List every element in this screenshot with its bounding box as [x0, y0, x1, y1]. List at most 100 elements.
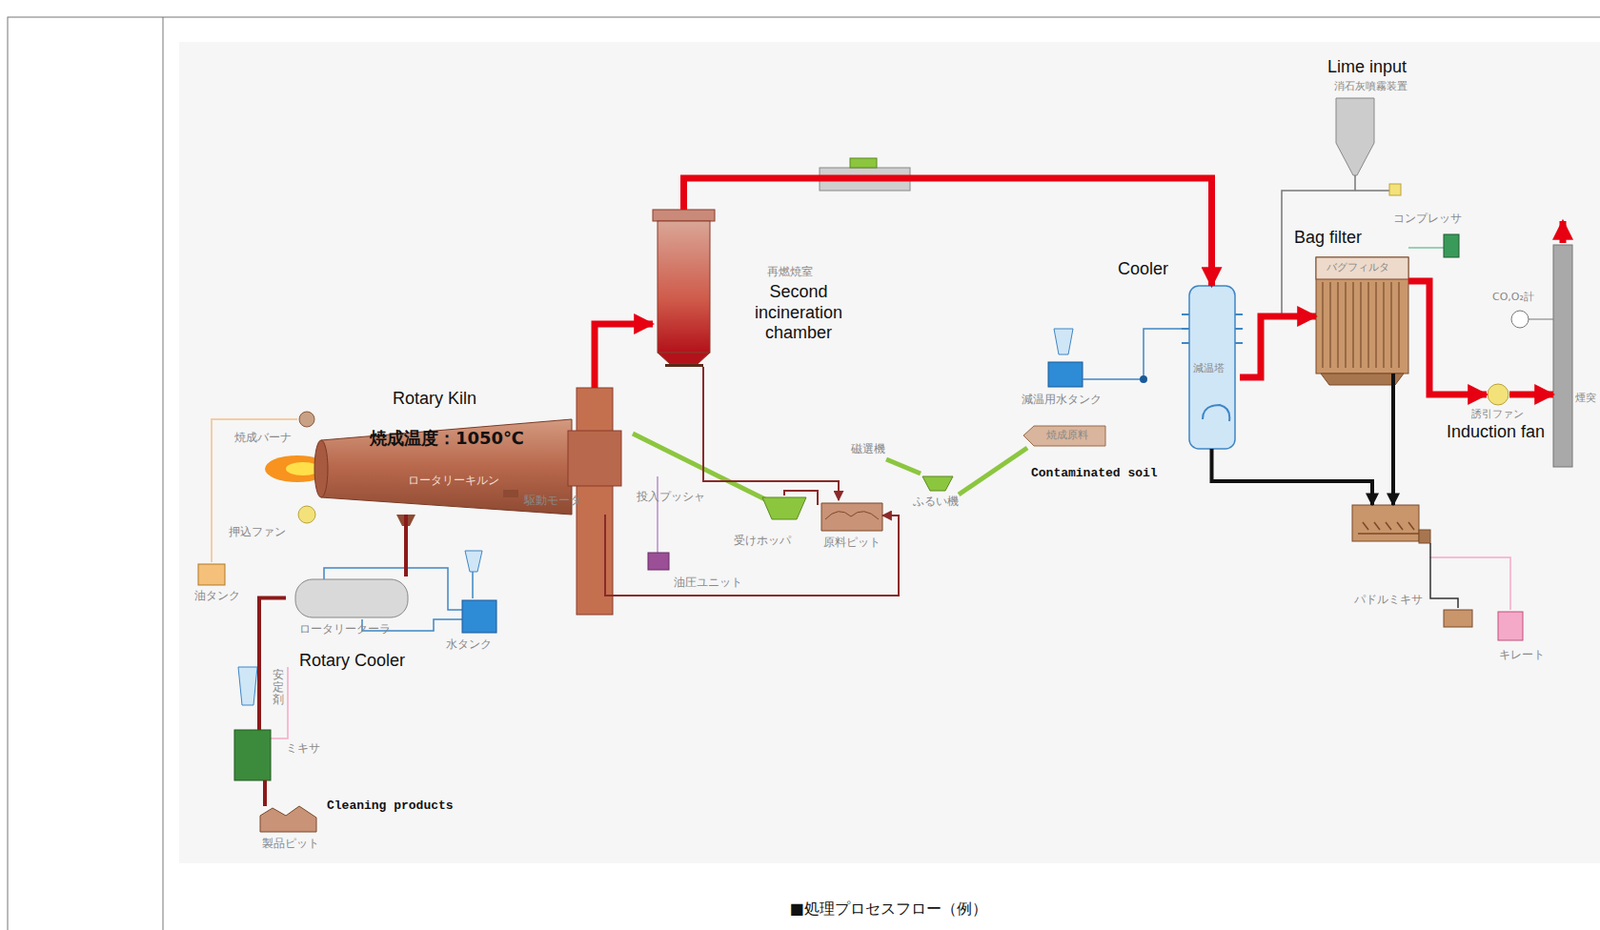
- induction-fan: [1487, 384, 1509, 406]
- product-pit: Cleaning products製品ピット: [260, 806, 317, 832]
- hydraulic-line: [656, 476, 659, 553]
- part-name: Second incineration chamber: [736, 282, 861, 345]
- chelate-tank: [1498, 611, 1523, 641]
- raw-pit: 原料ピット: [821, 500, 883, 531]
- frame-divider: [162, 17, 164, 930]
- part-name: 再燃焼室: [767, 264, 813, 279]
- flow-line: [404, 514, 408, 577]
- gas-meter-line: [1528, 319, 1554, 321]
- flow-line: [1212, 448, 1374, 506]
- frame: [7, 17, 1600, 930]
- equipment-label: 焼成原料: [1046, 428, 1089, 442]
- product-pit: [260, 806, 317, 832]
- part-name: Rotary Kiln: [392, 388, 477, 410]
- lime-feeder: [1389, 183, 1401, 196]
- mixer: [234, 729, 271, 781]
- chamber-cap: [652, 209, 715, 222]
- cooler-tower: [1189, 285, 1236, 449]
- water-pump: [1139, 375, 1148, 384]
- flow-line: [1509, 391, 1554, 399]
- equipment-label: Contaminated soil: [1031, 465, 1158, 482]
- bag-filter-hopper: [1320, 373, 1404, 385]
- part-name: バグフィルタ: [1326, 261, 1390, 274]
- drawing-ground: [179, 41, 1600, 864]
- receiving-hopper: [762, 497, 807, 520]
- bag-filter-body: [1316, 257, 1409, 374]
- chamber-base: [665, 364, 704, 367]
- part-name: Induction fan: [1446, 422, 1545, 444]
- bag-filter-top: [1316, 257, 1409, 280]
- equipment-label: 安定剤: [272, 668, 284, 708]
- equipment-label: 押込ファン: [228, 525, 286, 539]
- lime-hopper: [1336, 98, 1375, 176]
- equipment-label: 焼成温度：1050℃: [369, 427, 525, 449]
- water-hopper: [1053, 328, 1074, 355]
- equipment-label: 磁選機: [850, 442, 886, 456]
- caption: ■処理プロセスフロー（例）: [789, 899, 987, 918]
- fuel-line: [211, 419, 298, 563]
- equipment-label: 投入プッシャ: [636, 489, 706, 504]
- raw-pit-mound: [825, 511, 879, 520]
- magnetic-separator: [886, 459, 921, 474]
- bag-filter: Bag filterバグフィルタ: [1316, 257, 1409, 374]
- part-name: Rotary Cooler: [299, 650, 406, 672]
- part-name: 誘引ファン: [1471, 407, 1524, 421]
- part-name: 製品ピット: [262, 836, 320, 851]
- screen-hopper: [922, 476, 953, 491]
- part-name: Bag filter: [1294, 227, 1362, 249]
- part-name: ミキサ: [285, 741, 321, 755]
- duct-device-top: [850, 158, 877, 168]
- equipment-label: Lime input: [1327, 57, 1407, 79]
- part-name: Cooler: [1117, 259, 1169, 281]
- raw-tag: [1023, 425, 1106, 446]
- chelate-line: [1429, 557, 1511, 610]
- hydraulic-unit: [648, 552, 669, 570]
- equipment-label: 駆動モータ: [524, 493, 582, 507]
- equipment-label: 減温用水タンク: [1021, 392, 1102, 406]
- raw-pit: [821, 503, 883, 531]
- equipment-label: 水タンク: [445, 637, 492, 651]
- equipment-label: 消石灰噴霧装置: [1334, 80, 1408, 93]
- flow-line: [1239, 316, 1317, 378]
- chamber-body: [657, 221, 710, 353]
- cooler-nozzles: [1181, 314, 1243, 344]
- equipment-label: 油タンク: [194, 588, 241, 603]
- induction-fan: 誘引ファンInduction fan: [1486, 383, 1510, 406]
- stack: 煙突: [1553, 244, 1573, 467]
- cooler-inner-pipe: [1202, 405, 1230, 422]
- part-name: 煙突: [1575, 391, 1597, 405]
- flow-line: [1408, 281, 1487, 395]
- paddle-mixer: パドルミキサ: [1352, 505, 1419, 542]
- part-name: Cleaning products: [326, 798, 454, 814]
- flow-line: [605, 514, 899, 596]
- equipment-label: 焼成バーナ: [234, 430, 292, 445]
- stabilizer-line: [270, 667, 288, 739]
- flow-line: [684, 178, 1213, 286]
- paddle-outlet: [1418, 529, 1431, 544]
- soil-conveyor: [958, 447, 1028, 495]
- part-name: ロータリークーラ: [299, 622, 391, 636]
- equipment-label: CO,O₂計: [1492, 290, 1535, 304]
- part-name: ロータリーキルン: [407, 473, 500, 487]
- burner-fan: [299, 411, 315, 427]
- ash-drop: [1430, 543, 1459, 608]
- stack: [1553, 244, 1573, 467]
- equipment-label: コンプレッサ: [1393, 211, 1462, 225]
- gas-meter: [1511, 310, 1529, 328]
- kiln-end: [314, 440, 328, 498]
- flow-line: [259, 598, 286, 731]
- mixer: ミキサ: [234, 729, 271, 781]
- second-chamber: 再燃焼室Second incineration chamber: [652, 209, 715, 367]
- flow-line: [703, 366, 839, 501]
- mixer-hopper: [238, 667, 258, 706]
- kiln-hood: [567, 430, 622, 487]
- rotary-cooler: ロータリークーラRotary Cooler: [285, 576, 408, 620]
- water-line: [1082, 328, 1182, 380]
- equipment-label: ふるい機: [912, 494, 959, 508]
- flow-line: [263, 780, 267, 807]
- water-tank-2: [462, 600, 497, 633]
- ash-bin: [1443, 609, 1473, 628]
- chamber-cone: [657, 352, 710, 365]
